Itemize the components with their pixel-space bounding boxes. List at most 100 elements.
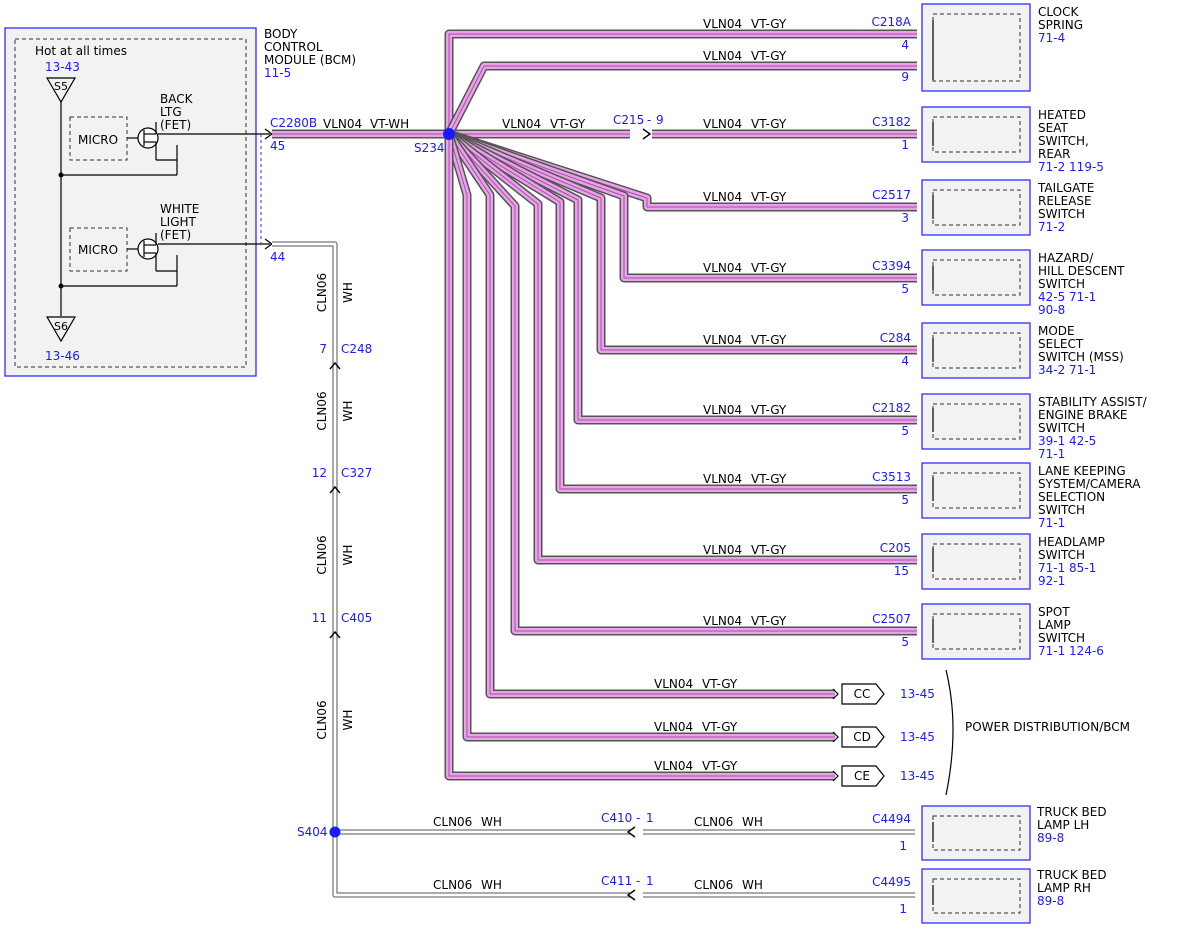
device-name-0-1: SPRING [1038,18,1083,32]
branch-circuit-5: VLN04 [703,333,742,347]
lamp-right-color-0: WH [742,815,763,829]
device-box-2 [921,106,1031,163]
lamp-left-circuit-1: CLN06 [433,878,472,892]
device-box-3 [921,179,1031,236]
bcm-title-line3: MODULE (BCM) [264,53,356,67]
branch-pin-1: 9 [901,70,909,84]
device-ref-0-0: 71-4 [1038,31,1065,45]
wire-branch-9-core [448,133,917,632]
offpage-ref-1: 13-45 [900,730,935,744]
s5-ref: 13-43 [45,60,80,74]
lamp-left-circuit-0: CLN06 [433,815,472,829]
ground-color-1: WH [341,401,355,422]
device-name-4-2: SWITCH [1038,277,1085,291]
device-ref-5-0: 34-2 71-1 [1038,363,1096,377]
power-brace [945,669,954,796]
lamp-connector-1: C4495 [872,875,911,889]
lamp-left-color-0: WH [481,815,502,829]
branch-color-0: VT-GY [751,17,787,31]
lamp-pin-0: 1 [899,839,907,853]
branch-connector-9: C2507 [872,612,911,626]
device-name-3-2: SWITCH [1038,207,1085,221]
wire-branch-7-core [448,133,917,490]
lamp-right-circuit-1: CLN06 [694,878,733,892]
splice-s404-label: S404 [297,825,328,839]
offpage-color-2: VT-GY [702,759,738,773]
ground-color-2: WH [341,545,355,566]
device-name-7-1: SYSTEM/CAMERA [1038,477,1141,491]
device-name-7-3: SWITCH [1038,503,1085,517]
wire-offpage-2-outer [444,134,835,781]
device-name-8-0: HEADLAMP [1038,535,1105,549]
device-ref-2-0: 71-2 119-5 [1038,160,1104,174]
device-name-5-1: SELECT [1038,337,1084,351]
lamp-box-1 [921,868,1031,924]
branch-circuit-9: VLN04 [703,614,742,628]
c215-left-circuit: VLN04 [502,117,541,131]
s5-label: S5 [54,80,68,93]
branch-connector-3: C2517 [872,188,911,202]
ground-inline-pin-1: 12 [312,466,327,480]
device-name-3-0: TAILGATE [1037,181,1094,195]
c2280b-label: C2280B [270,116,317,130]
device-name-6-1: ENGINE BRAKE [1038,408,1128,422]
micro-label-1: MICRO [78,133,118,147]
s6-ref: 13-46 [45,349,80,363]
c215-arrow [642,128,652,140]
device-name-5-0: MODE [1038,324,1075,338]
lamp-inline-dash-1: - [636,874,640,888]
branch-pin-5: 4 [901,354,909,368]
device-box-6 [921,393,1031,450]
device-name-2-2: SWITCH, [1038,134,1089,148]
lamp-left-color-1: WH [481,878,502,892]
offpage-color-1: VT-GY [702,720,738,734]
wire-branch-4-core [448,133,917,279]
wire-offpage-2-inner [446,134,835,779]
offpage-color-0: VT-GY [702,677,738,691]
offpage-ref-2: 13-45 [900,769,935,783]
wire-offpage-2-core [448,134,835,777]
device-name-6-0: STABILITY ASSIST/ [1038,395,1148,409]
device-box-5 [921,322,1031,379]
branch-pin-2: 1 [901,138,909,152]
branch-connector-0: C218A [872,15,912,29]
bcm-inner-dashed [14,38,247,368]
pin-44: 44 [270,250,285,264]
branch-connector-4: C3394 [872,259,911,273]
hot-label: Hot at all times [35,44,127,58]
ground-color-0: WH [341,282,355,303]
white-light-line1: WHITE [160,202,199,216]
lamp-ref-1-0: 89-8 [1037,894,1064,908]
wire-branch-6-core [448,133,917,421]
device-name-4-0: HAZARD/ [1038,251,1094,265]
branch-color-3: VT-GY [751,190,787,204]
device-name-3-1: RELEASE [1038,194,1092,208]
device-box-0 [921,3,1031,92]
lamp-name-1-1: LAMP RH [1037,881,1091,895]
device-ref-3-0: 71-2 [1038,220,1065,234]
device-ref-8-0: 71-1 85-1 [1038,561,1096,575]
branch-color-6: VT-GY [751,403,787,417]
offpage-tag-2 [841,765,885,787]
pin-45: 45 [270,139,285,153]
ground-inline-connector-0: C248 [341,342,372,356]
bcm-ref: 11-5 [264,66,291,80]
branch-color-2: VT-GY [751,117,787,131]
ground-inline-pin-0: 7 [319,342,327,356]
lamp-ref-0-0: 89-8 [1037,831,1064,845]
offpage-circuit-1: VLN04 [654,720,693,734]
lamp-right-color-1: WH [742,878,763,892]
s5-triangle [45,77,77,104]
branch-circuit-4: VLN04 [703,261,742,275]
bcm-title-line2: CONTROL [264,40,323,54]
branch-color-7: VT-GY [751,472,787,486]
s6-label: S6 [54,320,68,333]
wire-offpage-0-core [448,133,835,695]
ground-color-3: WH [341,710,355,731]
main-wire-circuit: VLN04 [323,117,362,131]
wire-offpage-1-inner [446,133,835,740]
lamp-inline-arrow-0 [626,826,636,838]
ground-inline-arrow-0 [329,361,341,370]
